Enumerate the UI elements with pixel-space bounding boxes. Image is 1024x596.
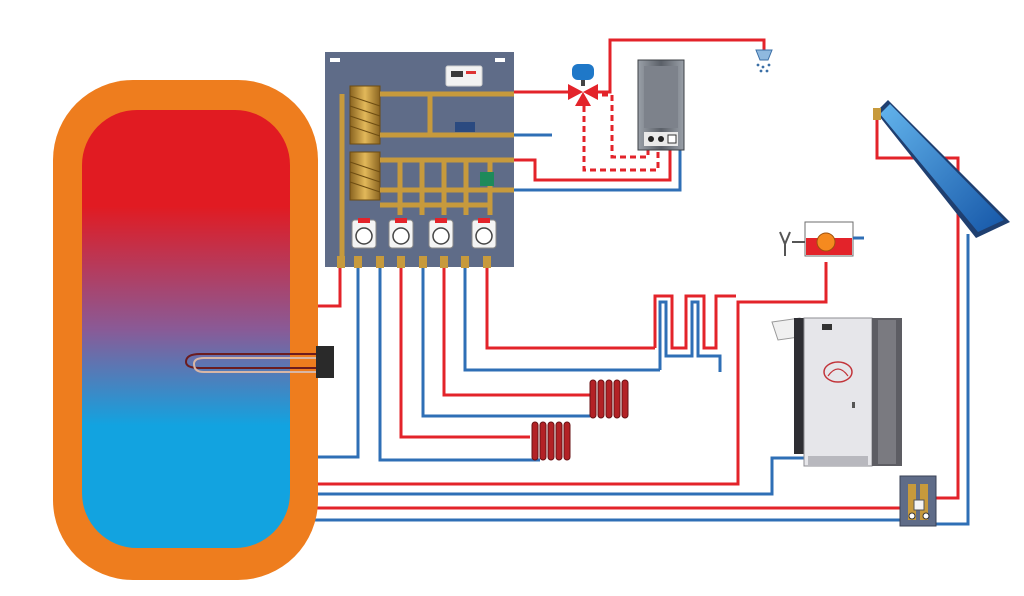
solar-panel-icon xyxy=(873,100,1010,238)
flow-meter-icon xyxy=(455,122,475,132)
pump-icon xyxy=(351,218,377,249)
pump-station-icon xyxy=(899,475,937,527)
expansion-vessel xyxy=(779,221,864,257)
gas-water-heater xyxy=(637,59,685,151)
pump-icon xyxy=(471,218,497,249)
circulation-pumps xyxy=(351,218,497,249)
pump-icon xyxy=(388,218,414,249)
heat-exchanger-icon xyxy=(349,151,381,201)
shower-icon xyxy=(755,49,773,73)
radiator-icon xyxy=(531,421,571,461)
buffer-tank xyxy=(53,80,318,580)
radiators xyxy=(531,379,629,461)
radiator-icon xyxy=(589,379,629,419)
three-way-mixing-valve xyxy=(568,64,598,106)
floor-heating-loop xyxy=(653,294,736,372)
drain-funnel-icon xyxy=(779,231,791,256)
pipe-network xyxy=(295,38,970,526)
heater-element-icon xyxy=(184,346,334,378)
pump-icon xyxy=(428,218,454,249)
distribution-manifold xyxy=(325,52,514,268)
boiler-icon xyxy=(771,317,902,467)
